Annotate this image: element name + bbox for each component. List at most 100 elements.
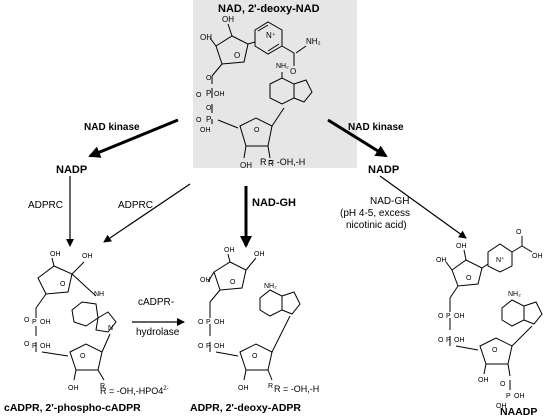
cadpr-o-ring: O [60,281,66,288]
cadpr-oh-2: OH [82,253,93,260]
adpr-oh-p2: OH [214,343,225,350]
nad-p1: P [206,89,211,98]
adpr-nh2: NH₂ [264,283,277,290]
adpr-name: ADPR, 2'-deoxy-ADPR [190,402,302,414]
naadp-p3: P [506,393,511,400]
naadp-cooh-o: O [516,229,522,236]
adpr-o-ring2: O [252,353,258,360]
cadpr-oh-p2: OH [40,343,51,350]
arrow-nad-gh-right [379,175,467,239]
adpr-o-p1: O [198,319,204,326]
naadp-oh-p2: OH [454,337,465,344]
nad-ribose-bottom [239,117,273,147]
cadpr-hydrolase-label-2: hydrolase [136,327,180,338]
nad-oh-2: OH [222,15,234,24]
naadp-oh-3: OH [478,377,489,384]
nad-gh-right-condition-2: nicotinic acid) [346,220,407,231]
cadpr-oh-3: OH [68,385,79,392]
cadpr-hydrolase-label-1: cADPR- [138,297,175,308]
naadp-cooh-oh: OH [532,253,543,260]
cadpr-r-superscript: 2- [163,386,169,392]
nad-gh-label: NAD-GH [252,197,296,209]
nad-gh-right-condition-1: (pH 4-5, excess [340,208,411,219]
nad-structure [209,21,313,159]
nad-o-p1: O [196,92,202,99]
nad-adenine-6ring [269,77,295,105]
nad-p2-oh: OH [200,127,211,134]
nad-oh-3: OH [240,161,252,170]
cadpr-r-text: R = -OH,-HPO4 [100,386,164,396]
nad-n-plus: N⁺ [266,31,276,40]
nad-o-bridge: O [206,105,212,112]
cadpr-o-ring2: O [80,353,86,360]
nadp-right-label: NADP [368,164,400,176]
nad-oh-1: OH [200,33,212,42]
adpr-o-p2: O [198,343,204,350]
cadpr-o-p2: O [24,341,30,348]
adpr-oh-p1: OH [214,319,225,326]
naadp-nh2: NH₂ [508,291,521,298]
cadpr-r: R [100,383,105,390]
naadp-oh-2: OH [456,243,467,250]
adpr-r: R [268,383,273,390]
nad-p1-oh: OH [214,91,225,98]
naadp-o-p1: O [438,313,444,320]
cadpr-nh: NH [94,291,104,298]
adprc-mid-label: ADPRC [118,200,154,211]
nad-p2: P [206,115,211,124]
cadpr-oh-p1: OH [40,319,51,326]
adpr-o-ring: O [230,279,236,286]
naadp-p1: P [446,313,451,320]
nad-highlight-box [193,0,357,168]
adpr-oh-1: OH [224,247,235,254]
adpr-p1: P [206,319,211,326]
nad-kinase-right-label: NAD kinase [348,122,404,133]
naadp-p3-oh2: OH [496,403,507,410]
naadp-n-plus: N⁺ [496,256,505,264]
cadpr-p2: P [32,343,37,350]
naadp-p2: P [446,337,451,344]
arrow-adprc-mid [103,183,191,243]
adpr-structure [207,253,301,381]
adpr-oh-3: OH [200,277,211,284]
arrow-nad-kinase-right [327,118,388,158]
nad-o-link-1: O [206,75,212,82]
nad-o-ring: O [234,51,240,60]
naadp-o-ring2: O [492,347,498,354]
cadpr-name: cADPR, 2'-phospho-cADPR [4,402,141,414]
nad-r-label: R = -OH,-H [260,157,306,167]
naadp-oh-1: OH [436,257,447,264]
naadp-o-p2: O [438,337,444,344]
cadpr-o-p1: O [24,317,30,324]
nad-nh2-amide: NH₂ [306,37,321,46]
cadpr-r-label: R = -OH,-HPO42- [100,383,169,397]
cadpr-oh-1: OH [50,251,61,258]
naadp-p3-o: O [500,381,506,388]
adpr-oh-4: OH [238,385,249,392]
adpr-p2: P [206,343,211,350]
naadp-o-ring: O [466,275,472,282]
nad-gh-right-label: NAD-GH [370,196,410,207]
nad-o-ring2: O [254,127,260,134]
nad-o-amide: O [290,67,296,76]
adpr-r-label: R = -OH,-H [274,384,320,394]
naadp-name: NAADP [500,406,538,418]
adpr-oh-2: OH [254,251,265,258]
naadp-oh-p1: OH [454,313,465,320]
cadpr-p1: P [32,319,37,326]
nadp-left-label: NADP [56,164,88,176]
nad-adenine-5ring [293,79,313,103]
cadpr-n: N [108,325,113,332]
arrow-nad-kinase-left [88,118,179,158]
adprc-left-label: ADPRC [28,200,64,211]
naadp-p3-oh: OH [514,393,525,400]
nad-kinase-left-label: NAD kinase [84,122,140,133]
nad-ribose-top [215,35,249,65]
nad-adenine-nh2: NH₂ [276,63,289,70]
nad-o-p2: O [196,117,202,124]
nad-title: NAD, 2'-deoxy-NAD [218,3,320,15]
cadpr-structure [35,257,117,381]
nad-r: R [268,159,274,168]
